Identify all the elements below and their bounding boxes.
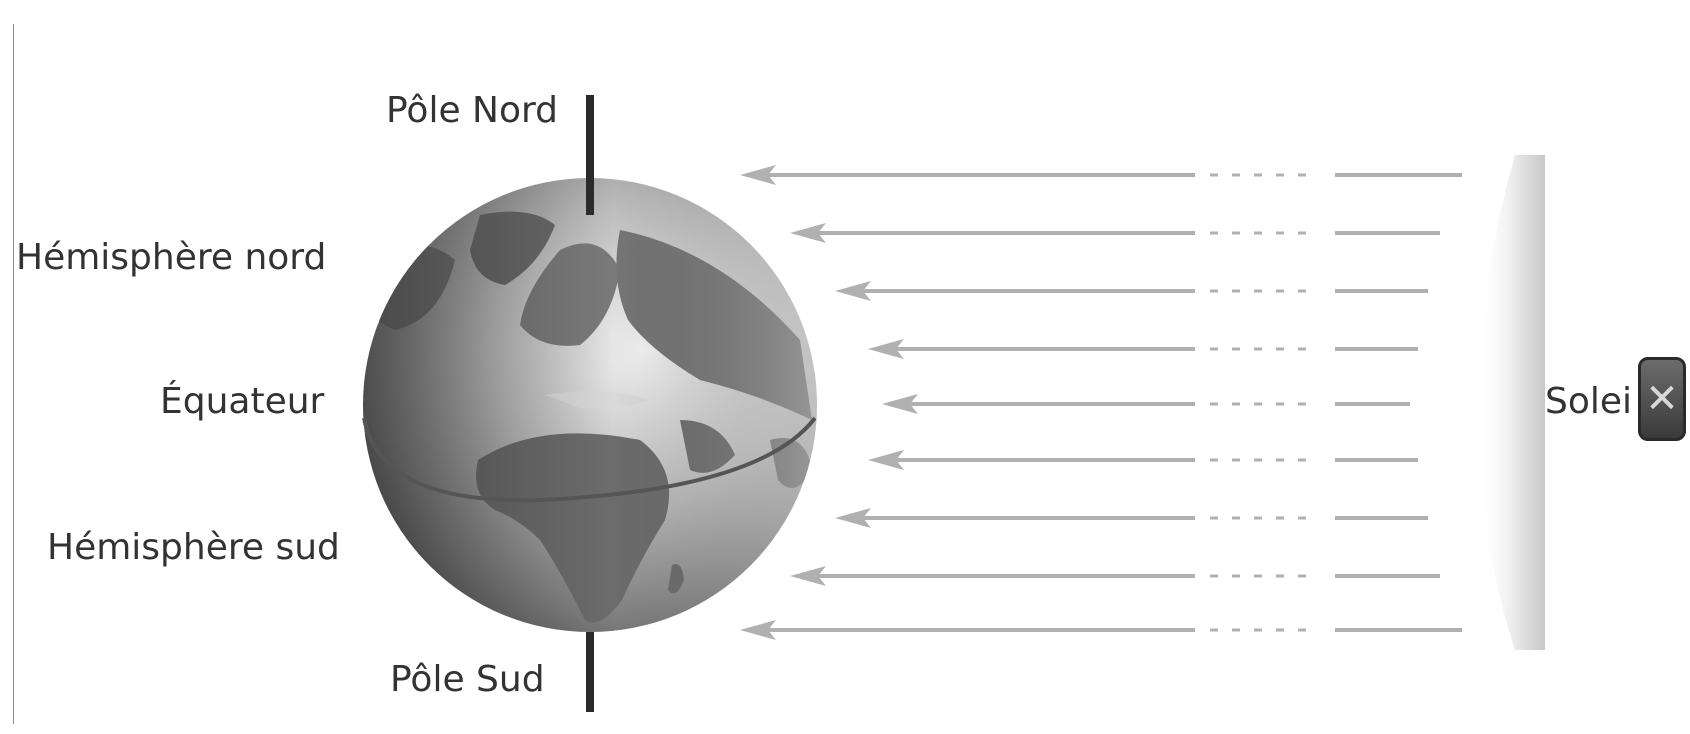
sun-ray — [882, 394, 1410, 414]
sun-ray — [835, 281, 1428, 301]
sun-ray — [868, 450, 1418, 470]
sun-ray — [868, 339, 1418, 359]
earth-globe — [362, 95, 817, 712]
label-north-pole: Pôle Nord — [386, 90, 559, 131]
label-sun: Solei — [1545, 381, 1633, 422]
label-southern-hemisphere: Hémisphère sud — [47, 527, 340, 568]
sun-ray — [790, 566, 1440, 586]
label-equator: Équateur — [160, 381, 325, 422]
label-northern-hemisphere: Hémisphère nord — [16, 237, 327, 278]
sun-ray — [740, 620, 1462, 640]
left-border-line — [13, 24, 14, 724]
label-south-pole: Pôle Sud — [390, 659, 545, 700]
sun-disc — [1477, 155, 1545, 650]
sun-rays — [740, 165, 1462, 640]
sun-ray — [835, 508, 1428, 528]
equator-line — [362, 416, 817, 503]
sun-ray — [740, 165, 1462, 185]
sun-ray — [790, 223, 1440, 243]
close-button[interactable]: ✕ — [1638, 357, 1686, 441]
close-icon: ✕ — [1645, 376, 1679, 422]
